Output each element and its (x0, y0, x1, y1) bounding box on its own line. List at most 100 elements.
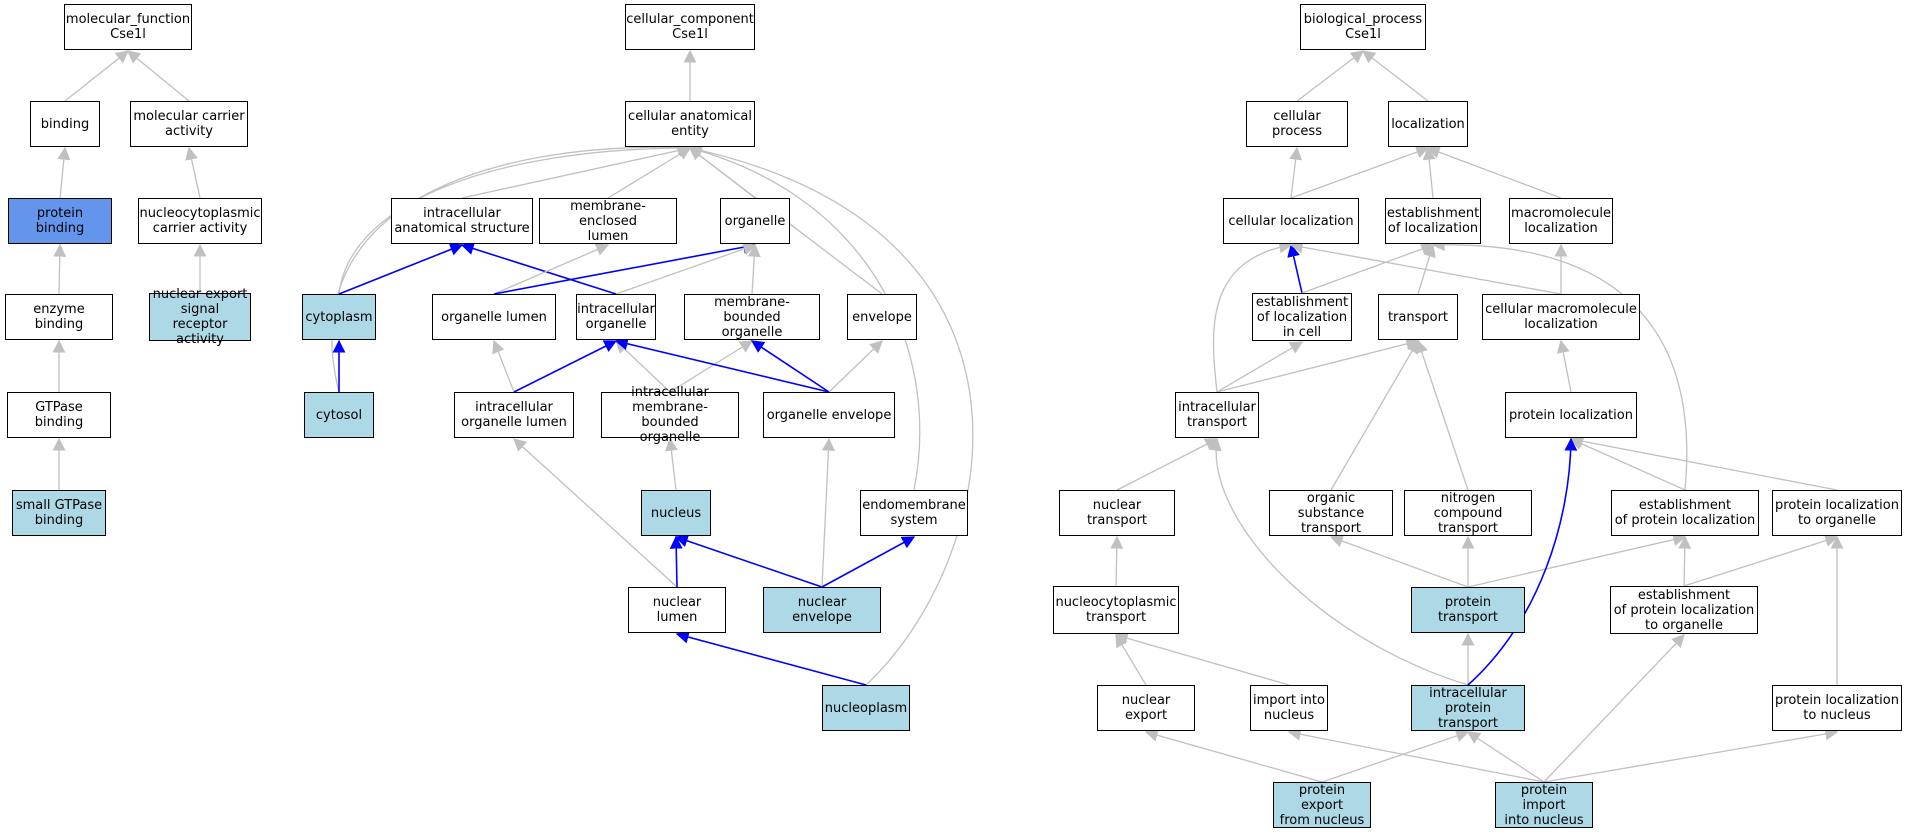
go-term-node: establishment of localization in cell (1252, 293, 1352, 341)
go-term-node: establishment of protein localization to… (1610, 586, 1758, 634)
go-term-node: cellular_component Cse1l (625, 4, 755, 50)
go-term-node: organelle lumen (432, 294, 556, 340)
go-term-node: cytosol (304, 392, 374, 438)
go-term-node: nucleocytoplasmic carrier activity (138, 198, 262, 244)
go-term-node: endomembrane system (860, 490, 968, 536)
edge-layer (52, 49, 1844, 783)
go-term-node: cellular localization (1223, 198, 1359, 244)
is-a-edge (126, 50, 190, 102)
is-a-edge (460, 242, 617, 295)
is-a-edge (1296, 50, 1365, 102)
is-a-edge (64, 50, 130, 102)
is-a-edge (1415, 339, 1469, 491)
go-term-node: protein localization to organelle (1772, 490, 1902, 536)
go-term-node: small GTPase binding (12, 490, 106, 536)
is-a-edge (1678, 535, 1692, 587)
go-term-node: intracellular protein transport (1411, 685, 1525, 731)
is-a-edge (747, 243, 761, 295)
go-term-node: protein transport (1411, 587, 1525, 633)
is-a-edge (1110, 535, 1124, 587)
go-term-node: intracellular anatomical structure (391, 198, 533, 244)
go-term-node: transport (1378, 294, 1458, 340)
is-a-edge (669, 340, 754, 393)
go-term-node: protein localization (1505, 392, 1637, 438)
is-a-edge (1216, 337, 1420, 393)
go-term-node: nitrogen compound transport (1404, 490, 1532, 536)
is-a-edge (1361, 50, 1429, 102)
is-a-edge (1329, 534, 1469, 588)
is-a-edge (493, 240, 757, 295)
is-a-edge (675, 630, 867, 686)
is-a-edge (669, 535, 683, 588)
go-term-node: nuclear envelope (763, 587, 881, 633)
go-term-node: biological_process Cse1l (1300, 4, 1426, 50)
is-a-edge (821, 536, 916, 588)
go-term-node: establishment of localization (1385, 198, 1481, 244)
go-term-node: nuclear export (1097, 685, 1195, 731)
is-a-edge (821, 437, 835, 588)
is-a-edge (688, 144, 974, 686)
go-term-node: cellular process (1246, 101, 1348, 147)
is-a-edge (1543, 727, 1839, 783)
go-term-node: nuclear export signal receptor activity (149, 287, 251, 347)
go-term-node: envelope (847, 294, 917, 340)
is-a-edge (1466, 731, 1545, 783)
go-term-node: organic substance transport (1269, 490, 1393, 536)
is-a-edge (1569, 434, 1838, 491)
is-a-edge (492, 339, 515, 393)
go-term-node: nuclear transport (1059, 490, 1175, 536)
go-term-node: enzyme binding (5, 294, 113, 340)
is-a-edge (185, 146, 201, 199)
go-term-node: nuclear lumen (628, 587, 726, 633)
is-a-edge (338, 141, 692, 295)
is-a-edge (1216, 341, 1304, 393)
is-a-edge (614, 337, 830, 393)
is-a-edge (1144, 728, 1323, 783)
go-term-node: protein localization to nucleus (1772, 685, 1902, 731)
is-a-edge (1431, 238, 1688, 491)
go-term-node: molecular_function Cse1l (64, 4, 192, 50)
is-a-edge (607, 147, 692, 199)
go-term-node: establishment of protein localization (1611, 490, 1759, 536)
go-term-node: binding (30, 101, 100, 147)
is-a-edge (1289, 240, 1562, 295)
is-a-edge (1208, 437, 1469, 686)
is-a-edge (338, 243, 464, 295)
go-term-node: nucleoplasm (822, 685, 910, 731)
is-a-edge (1467, 533, 1687, 588)
go-term-node: organelle (720, 198, 790, 244)
is-a-edge (1330, 339, 1419, 491)
is-a-edge (513, 438, 678, 588)
is-a-edge (615, 242, 757, 295)
is-a-edge (1114, 632, 1290, 686)
go-term-node: intracellular organelle (576, 294, 656, 340)
is-a-edge (1426, 146, 1562, 199)
go-term-node: macromolecule localization (1509, 198, 1613, 244)
go-term-node: cytoplasm (302, 294, 376, 340)
is-a-edge (331, 141, 692, 393)
is-a-edge (664, 437, 678, 491)
is-a-edge (493, 243, 610, 295)
go-term-node: intracellular transport (1175, 392, 1259, 438)
is-a-edge (750, 340, 830, 393)
is-a-edge (1301, 242, 1435, 294)
go-term-node: nucleocytoplasmic transport (1053, 586, 1179, 634)
go-term-node: intracellular membrane-bounded organelle (601, 385, 739, 445)
go-term-node: cellular macromolecule localization (1482, 294, 1640, 340)
is-a-edge (461, 144, 692, 199)
is-a-edge (1569, 437, 1686, 491)
is-a-edge (1556, 339, 1572, 393)
is-a-edge (1287, 727, 1545, 783)
is-a-edge (1290, 145, 1430, 199)
is-a-edge (674, 534, 823, 588)
go-term-node: protein export from nucleus (1273, 782, 1371, 828)
go-term-node: organelle envelope (763, 392, 895, 438)
go-term-node: GTPase binding (7, 392, 111, 438)
go-term-node: import into nucleus (1250, 685, 1328, 731)
go-term-node: membrane-bounded organelle (684, 294, 820, 340)
is-a-edge (828, 340, 883, 393)
is-a-edge (1289, 146, 1303, 199)
is-a-edge (1683, 534, 1839, 587)
go-term-node: intracellular organelle lumen (454, 392, 574, 438)
